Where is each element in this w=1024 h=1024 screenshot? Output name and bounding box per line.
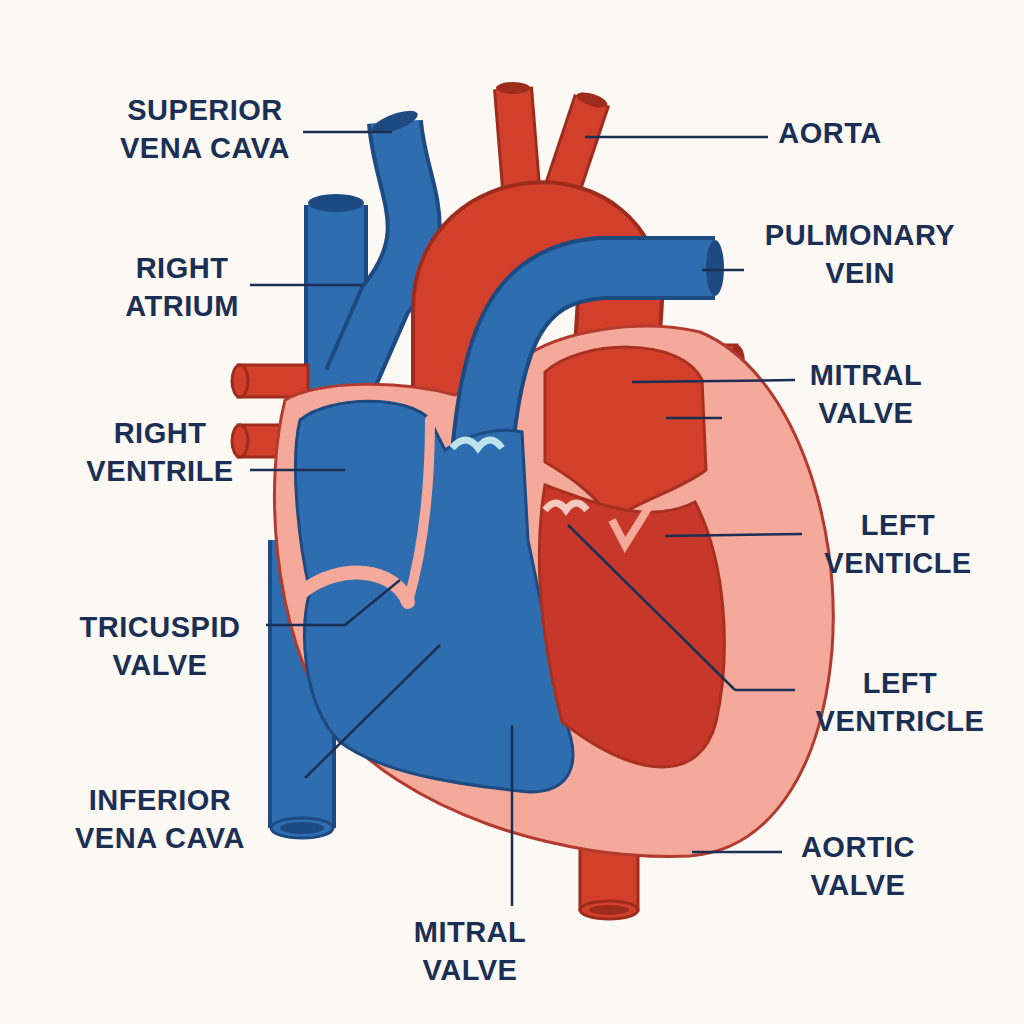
septum	[408, 420, 430, 602]
leader-line	[702, 269, 744, 272]
part-label: AORTIC VALVE	[773, 828, 943, 904]
part-label: AORTA	[750, 114, 910, 152]
heart-wall	[274, 326, 833, 856]
leader-line	[250, 469, 345, 472]
leader-line	[666, 417, 722, 420]
pulmonary-valve	[452, 440, 502, 448]
part-label: TRICUSPID VALVE	[45, 608, 275, 684]
leader-line	[511, 725, 514, 906]
leader-line	[632, 380, 795, 382]
mitral-valve	[612, 505, 650, 545]
leader-line	[665, 534, 802, 536]
leader-line	[266, 580, 400, 625]
leader-line	[305, 645, 440, 778]
part-label: LEFT VENTRICLE	[793, 664, 1008, 740]
leader-line	[250, 284, 362, 287]
part-label: SUPERIOR VENA CAVA	[100, 91, 310, 167]
part-label: MITRAL VALVE	[786, 356, 946, 432]
part-label: MITRAL VALVE	[390, 913, 550, 989]
part-label: RIGHT ATRIUM	[97, 249, 267, 325]
part-label: RIGHT VENTRILE	[60, 414, 260, 490]
leader-line	[585, 136, 768, 139]
part-label: PULMONARY VEIN	[740, 216, 980, 292]
left-ventricle	[539, 485, 724, 767]
leader-line	[692, 851, 782, 854]
aortic-valve	[545, 503, 587, 510]
part-label: INFERIOR VENA CAVA	[55, 781, 265, 857]
leader-line	[303, 131, 392, 134]
leader-lines	[250, 132, 802, 906]
right-chambers	[295, 401, 572, 792]
leader-line	[735, 689, 795, 692]
part-label: LEFT VENTICLE	[798, 506, 998, 582]
leader-line	[568, 525, 735, 690]
